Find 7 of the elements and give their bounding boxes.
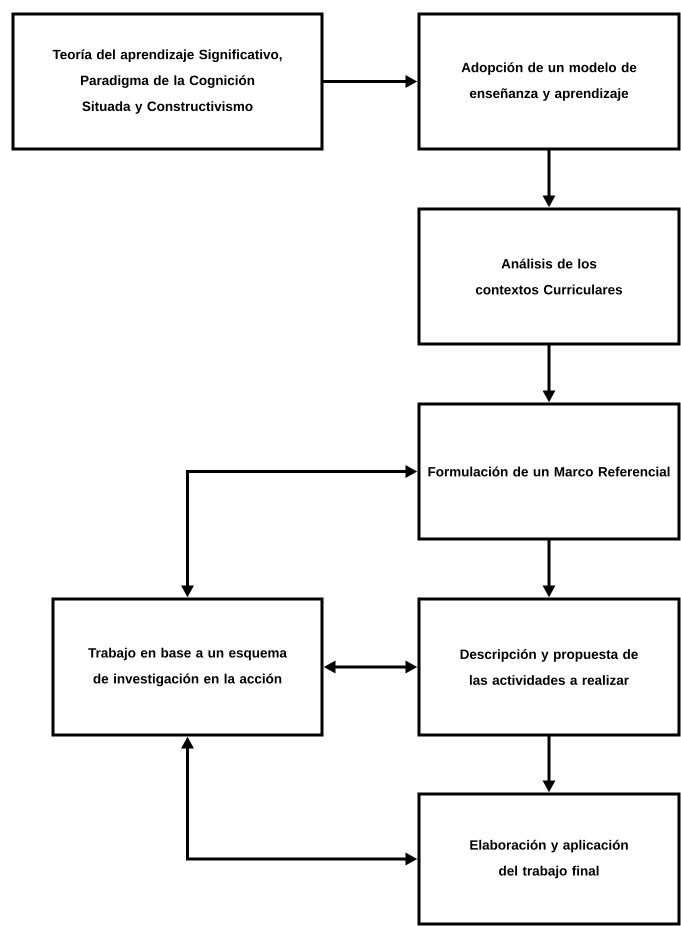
process-box: Formulación de un Marco Referencial [418, 402, 680, 540]
process-box: Teoría del aprendizaje Significativo, Paradigma de la Cognición Situada y Constructivismo [12, 12, 324, 150]
process-box: Elaboración y aplicación del trabajo final [418, 792, 680, 926]
process-box: Trabajo en base a un esquema de investigación en la acción [52, 598, 324, 736]
process-box: Adopción de un modelo de enseñanza y aprendizaje [418, 12, 680, 150]
process-box: Análisis de los contextos Curriculares [418, 208, 680, 346]
process-box: Descripción y propuesta de las actividades a realizar [418, 598, 680, 736]
